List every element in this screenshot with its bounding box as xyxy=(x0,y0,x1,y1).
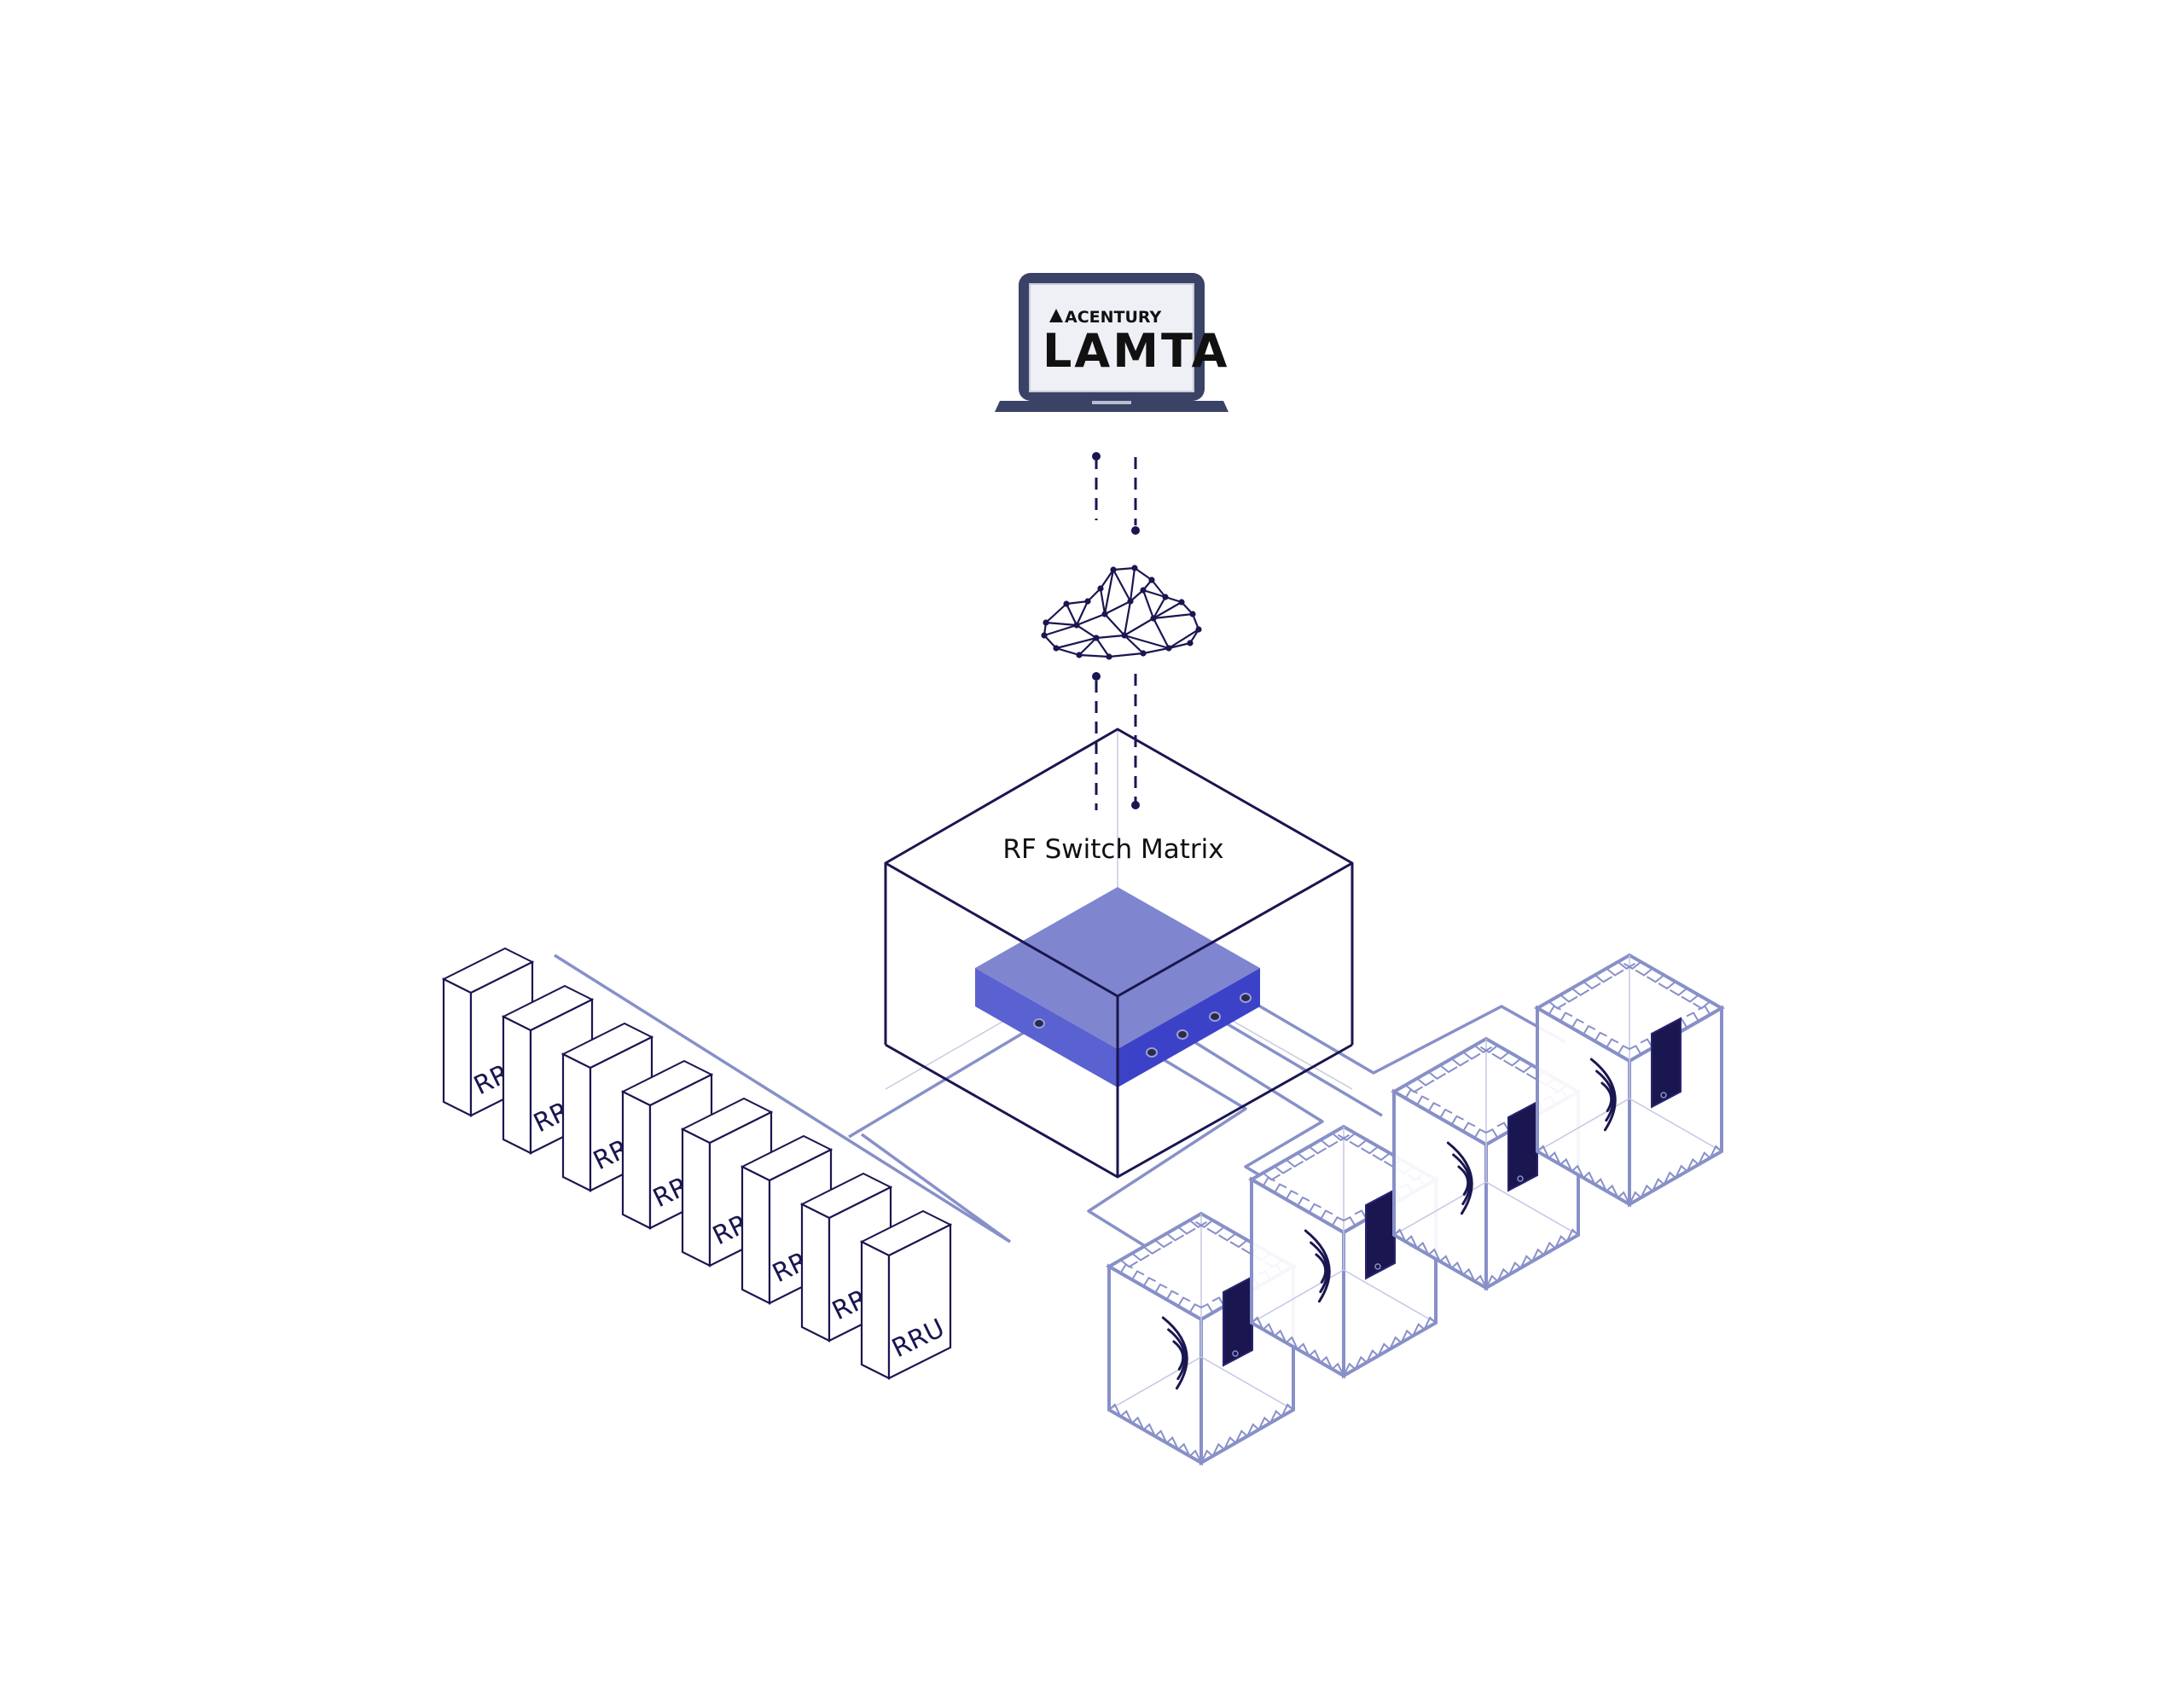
switch-label: RF Switch Matrix xyxy=(1002,834,1223,865)
cloud-network-icon xyxy=(1041,565,1202,660)
port-1 xyxy=(1146,1047,1158,1058)
rf-switch-box-icon xyxy=(975,887,1260,1087)
rf-switch-matrix: RF Switch Matrix xyxy=(884,728,1354,1179)
phone-icon xyxy=(1365,1188,1396,1280)
port-rru xyxy=(1033,1018,1045,1029)
chamber-cable-4 xyxy=(1245,996,1566,1075)
rru-unit-icon: RRU xyxy=(859,1209,953,1380)
signal-waves-icon xyxy=(1161,1316,1188,1390)
shielded-chamber-icon xyxy=(1533,953,1726,1208)
signal-waves-icon xyxy=(1589,1058,1617,1132)
network-connector-bottom xyxy=(1092,672,1140,810)
network-connector-top xyxy=(1092,452,1140,535)
brand-product: LAMTA xyxy=(1043,324,1229,378)
port-2 xyxy=(1176,1029,1188,1040)
shielded-chambers xyxy=(1105,953,1726,1466)
shielded-chamber-icon xyxy=(1390,1036,1583,1291)
laptop-icon: ACENTURY LAMTA xyxy=(995,273,1229,412)
signal-waves-icon xyxy=(1304,1229,1331,1303)
acentury-logo: ACENTURY LAMTA xyxy=(1043,308,1229,378)
signal-waves-icon xyxy=(1446,1141,1473,1215)
chamber-cable-3 xyxy=(1214,1015,1383,1117)
port-4 xyxy=(1240,993,1252,1003)
brand-company: ACENTURY xyxy=(1065,308,1162,327)
port-3 xyxy=(1209,1012,1221,1022)
phone-icon xyxy=(1651,1017,1682,1109)
chamber-cable-1 xyxy=(1087,1051,1247,1266)
phone-icon xyxy=(1507,1100,1538,1192)
rf-cables xyxy=(554,954,1566,1266)
rru-cable-front xyxy=(860,1133,1012,1244)
rru-cable-back xyxy=(554,954,1011,1244)
rru-trunk-cable xyxy=(848,1022,1040,1139)
phone-icon xyxy=(1223,1275,1253,1367)
